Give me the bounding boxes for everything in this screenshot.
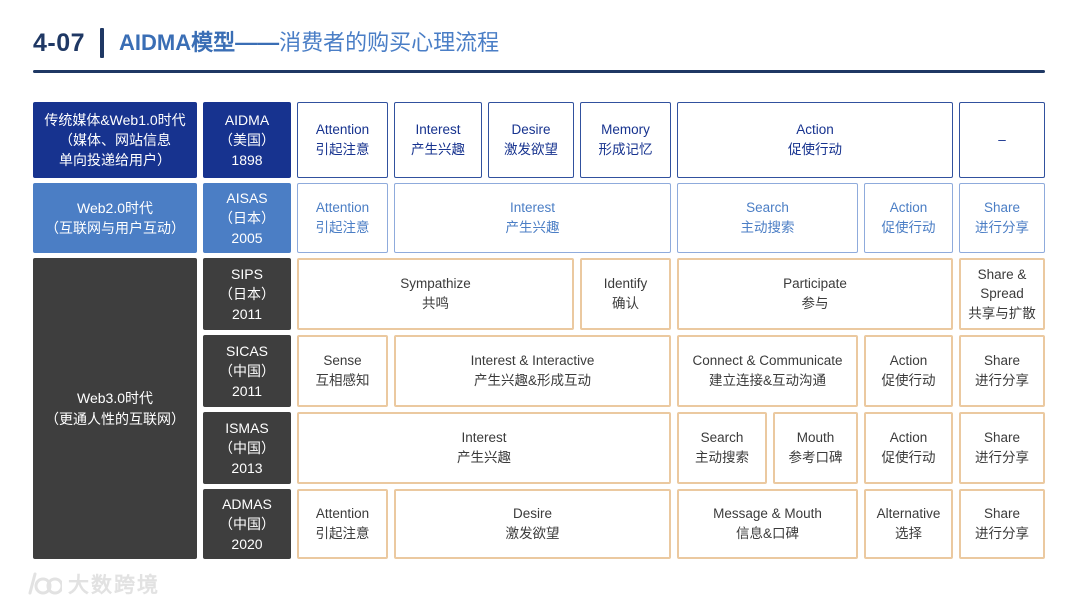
- era-cell-web2: Web2.0时代（互联网与用户互动）: [33, 183, 197, 253]
- slide-header: 4-07 AIDMA模型——消费者的购买心理流程: [33, 0, 1045, 60]
- model-cell-ismas: ISMAS（中国）2013: [203, 412, 291, 484]
- model-cell-admas: ADMAS（中国）2020: [203, 489, 291, 559]
- model-cell-sicas: SICAS（中国）2011: [203, 335, 291, 407]
- era-cell-web3: Web3.0时代（更通人性的互联网）: [33, 258, 197, 559]
- page-title: AIDMA模型——消费者的购买心理流程: [119, 32, 499, 54]
- header-rule: [33, 70, 1045, 73]
- model-cell-sips: SIPS（日本）2011: [203, 258, 291, 330]
- stage-cell-none: –: [959, 102, 1045, 178]
- model-cell-aisas: AISAS（日本）2005: [203, 183, 291, 253]
- title-divider: [100, 28, 105, 58]
- model-comparison-table: 传统媒体&Web1.0时代（媒体、网站信息单向投递给用户）AIDMA（美国）18…: [33, 102, 1045, 559]
- watermark-text: 大数跨境: [68, 574, 160, 597]
- page-title-subtitle: 消费者的购买心理流程: [279, 30, 500, 55]
- slide-number: 4-07: [33, 28, 86, 57]
- dashu-kuajing-logo-icon: [28, 572, 62, 595]
- era-cell-web1: 传统媒体&Web1.0时代（媒体、网站信息单向投递给用户）: [33, 102, 197, 178]
- watermark: 大数跨境: [24, 569, 160, 599]
- page-title-model: AIDMA模型——: [119, 30, 280, 55]
- model-cell-aidma: AIDMA（美国）1898: [203, 102, 291, 178]
